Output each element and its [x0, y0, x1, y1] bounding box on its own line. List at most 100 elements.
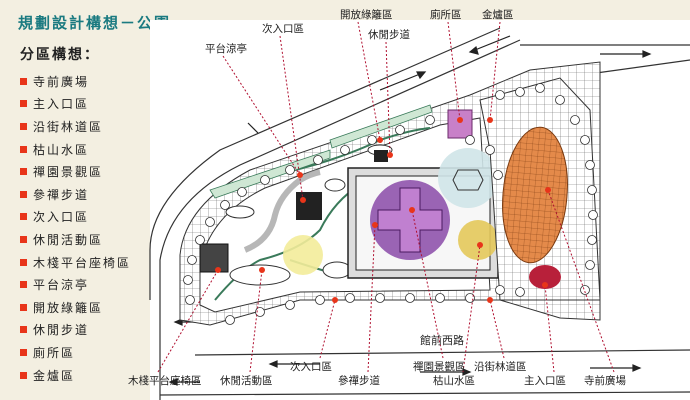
pointer-line: [411, 209, 444, 359]
tree-icon: [255, 307, 265, 317]
legend-item-label: 禪園景觀區: [33, 165, 104, 180]
lawn-blob: [225, 205, 255, 219]
legend-item-label: 次入口區: [33, 210, 90, 225]
tree-icon: [465, 135, 475, 145]
legend-item: 平台涼亭: [20, 273, 131, 296]
pointer-dot: [215, 267, 221, 273]
tree-icon: [587, 185, 597, 195]
legend-item-label: 平台涼亭: [33, 278, 90, 293]
pointer-line: [544, 284, 555, 373]
tree-icon: [587, 235, 597, 245]
zone-label: 金爐區: [482, 8, 514, 21]
legend-item-label: 金爐區: [33, 368, 76, 383]
pointer-line: [462, 244, 481, 373]
legend-bullet-icon: [20, 258, 27, 266]
pointer-dot: [477, 242, 483, 248]
zone-label: 休閒活動區: [220, 374, 273, 387]
tree-icon: [580, 135, 590, 145]
legend-bullet-icon: [20, 326, 27, 334]
pointer-dot: [457, 117, 463, 123]
legend-item: 次入口區: [20, 206, 131, 229]
legend-item-label: 木棧平台座椅區: [33, 255, 132, 270]
pointer-dot: [372, 222, 378, 228]
legend-item-label: 開放綠籬區: [33, 300, 104, 315]
tree-icon: [585, 160, 595, 170]
tree-icon: [495, 90, 505, 100]
tree-icon: [345, 293, 355, 303]
tree-icon: [515, 87, 525, 97]
tree-icon: [485, 145, 495, 155]
pointer-dot: [542, 282, 548, 288]
legend-item: 休閒步道: [20, 319, 131, 342]
legend-bullet-icon: [20, 100, 27, 108]
legend-item-label: 沿街林道區: [33, 119, 104, 134]
pointer-dot: [297, 172, 303, 178]
pointer-dot: [259, 267, 265, 273]
tree-icon: [405, 293, 415, 303]
legend-item-label: 廁所區: [33, 345, 76, 360]
legend-item: 參禪步道: [20, 183, 131, 206]
tree-icon: [580, 285, 590, 295]
legend-item-label: 參禪步道: [33, 187, 90, 202]
tree-icon: [585, 260, 595, 270]
legend-bullet-icon: [20, 235, 27, 243]
legend-item: 寺前廣場: [20, 70, 131, 93]
tree-icon: [195, 235, 205, 245]
zone-label: 沿街林道區: [474, 360, 527, 373]
tree-icon: [367, 135, 377, 145]
tree-icon: [340, 145, 350, 155]
secondary-entrance-block: [296, 192, 322, 220]
legend-item: 廁所區: [20, 341, 131, 364]
tree-icon: [435, 293, 445, 303]
road-lines: [149, 27, 690, 400]
legend-bullet-icon: [20, 303, 27, 311]
tree-icon: [313, 155, 323, 165]
pointer-line: [357, 21, 381, 141]
tree-icon: [493, 170, 503, 180]
pointer-dot: [487, 297, 493, 303]
pointer-dot: [409, 207, 415, 213]
legend-item: 主入口區: [20, 93, 131, 116]
legend-bullet-icon: [20, 77, 27, 85]
tree-icon: [375, 293, 385, 303]
tree-icon: [237, 187, 247, 197]
pavilion-zone: [438, 148, 498, 208]
wooden-deck: [199, 243, 229, 273]
pointer-line: [447, 21, 461, 121]
tree-icon: [588, 210, 598, 220]
small-structure: [374, 150, 388, 162]
legend-bullet-icon: [20, 371, 27, 379]
zone-label: 木棧平台座椅區: [128, 374, 202, 387]
pointer-line: [547, 189, 615, 373]
legend-item: 開放綠籬區: [20, 296, 131, 319]
legend-bullet-icon: [20, 145, 27, 153]
page-title: 規劃設計構想－公園: [18, 14, 172, 32]
temple-plaza-zone: [502, 126, 568, 264]
hedge-rows: [209, 104, 433, 199]
zone-label: 寺前廣場: [584, 374, 626, 387]
legend-item: 金爐區: [20, 364, 131, 387]
tree-icon: [220, 200, 230, 210]
street-trees: [183, 83, 598, 325]
label-pointers: [157, 21, 615, 373]
pointer-dot: [387, 152, 393, 158]
legend-item: 禪園景觀區: [20, 160, 131, 183]
zone-label: 禪園景觀區: [413, 361, 466, 373]
tree-icon: [395, 125, 405, 135]
pavilion-icon: [452, 169, 484, 191]
tree-icon: [425, 115, 435, 125]
legend-bullet-icon: [20, 281, 27, 289]
zone-label: 參禪步道: [338, 374, 380, 387]
winding-path: [243, 169, 321, 253]
tree-icon: [555, 95, 565, 105]
zone-label: 次入口區: [290, 360, 332, 373]
pointer-line: [367, 224, 376, 373]
legend-bullet-icon: [20, 190, 27, 198]
legend-bullet-icon: [20, 168, 27, 176]
zone-label: 主入口區: [524, 375, 566, 387]
legend-item-label: 寺前廣場: [33, 74, 90, 89]
tree-icon: [183, 275, 193, 285]
lawn-blob: [322, 261, 352, 279]
